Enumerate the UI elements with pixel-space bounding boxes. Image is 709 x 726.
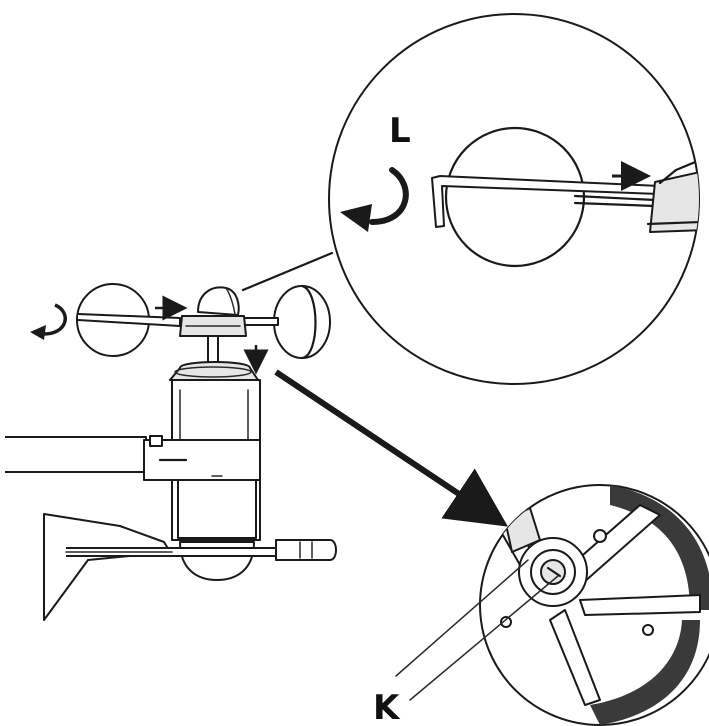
mounting-pole [5,436,147,473]
wind-vane-tail [43,513,171,621]
cup-right [273,285,331,359]
anemometer-assembly [5,283,337,621]
leader-line-top [241,251,334,292]
hub-detail [649,171,699,233]
rotate-arrow-left-icon [41,303,67,336]
detail-circle-top: L [328,13,700,385]
callout-l: L [389,111,411,151]
leader-k-1 [395,559,529,677]
leader-line-bottom [274,369,508,527]
leader-k-2 [409,575,559,701]
vane-pointer [275,539,337,561]
callout-k: K [373,688,401,726]
detail-circle-bottom: K [373,484,709,726]
cup-arms [77,313,181,327]
rotate-counterclockwise-arrow-icon [369,167,409,225]
hex-key-detail [431,175,661,228]
